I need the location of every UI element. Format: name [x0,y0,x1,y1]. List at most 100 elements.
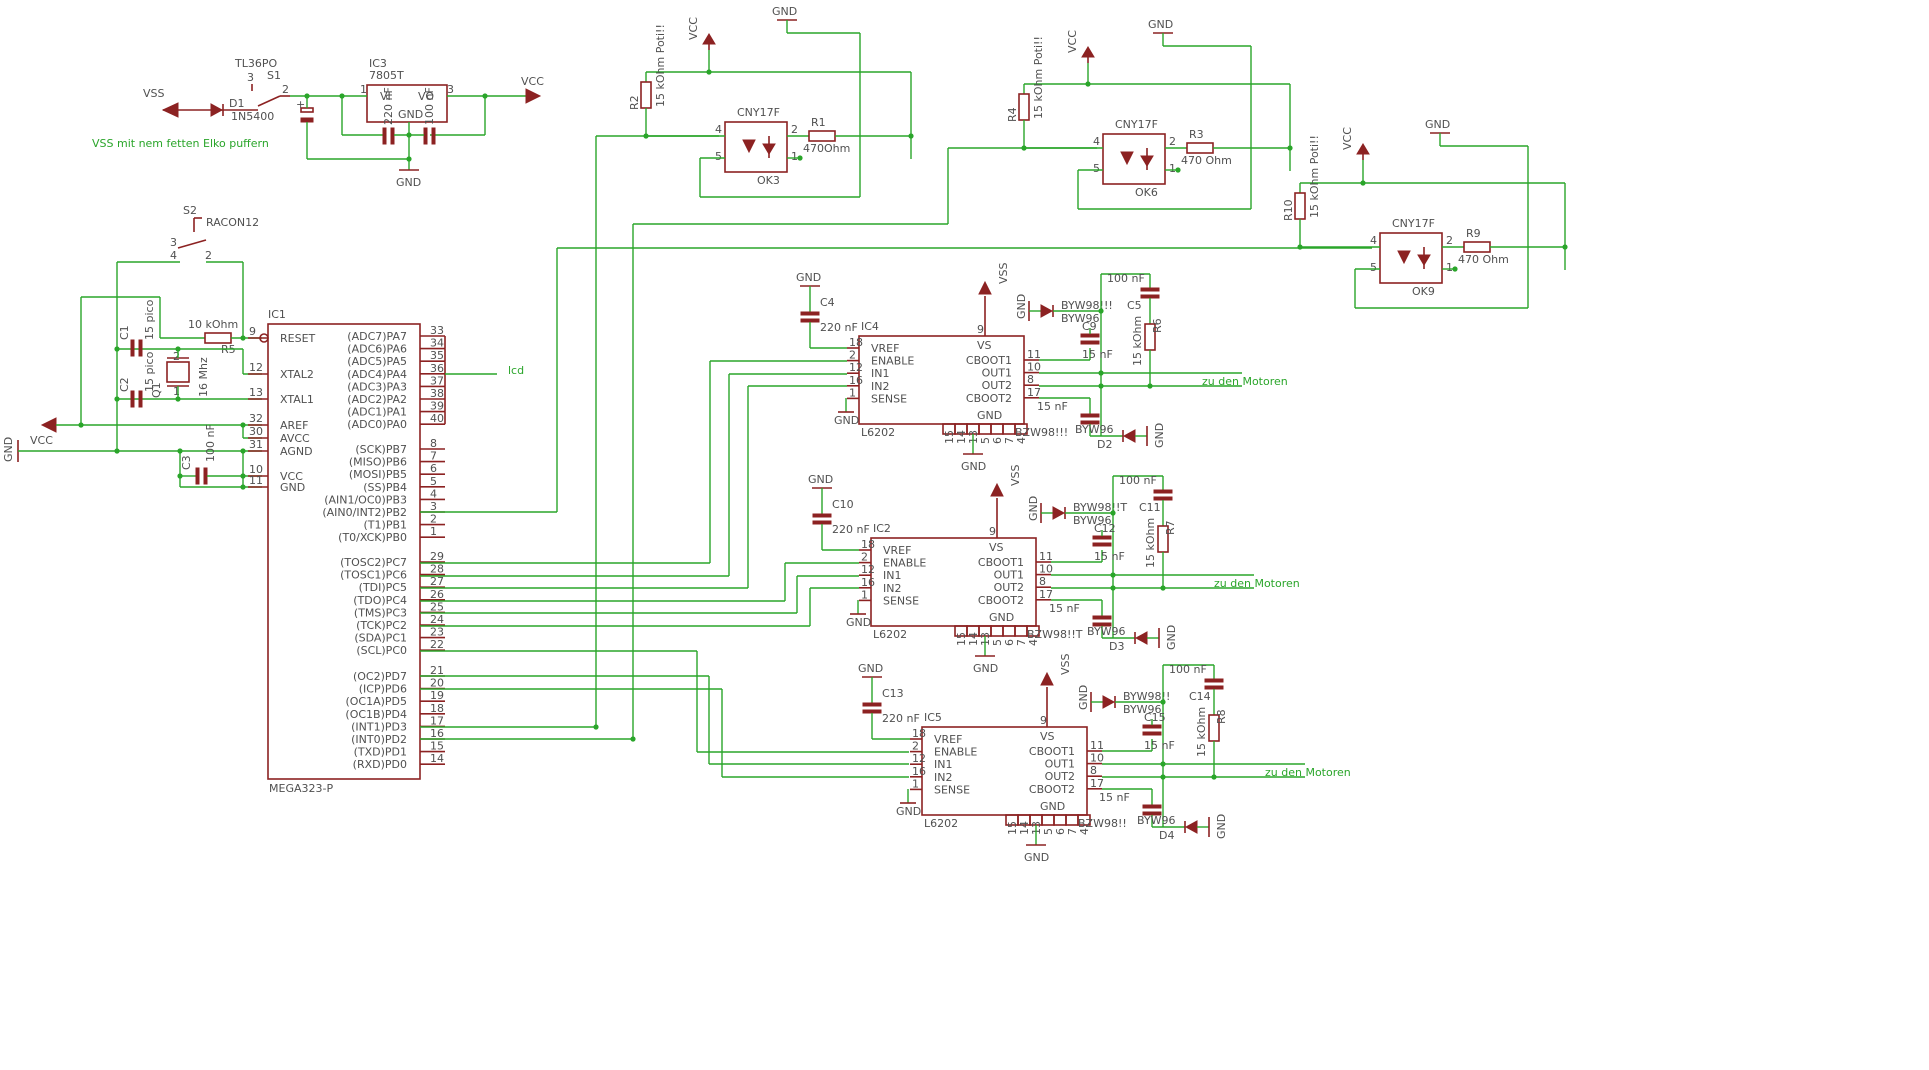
driver-pin-label: CBOOT2 [978,594,1024,607]
c2-name: C2 [118,377,131,392]
ic1-left-pin-label: GND [280,481,305,494]
r5-resistor [204,332,232,344]
ic1-right-pin-number: 33 [430,324,444,337]
q1-value: 16 Mhz [197,357,210,397]
opto-led-icon [742,139,756,154]
driver-pin-label: ENABLE [883,557,926,570]
driver-pin-label: CBOOT2 [1029,783,1075,796]
ic1-right-pin-number: 14 [430,752,444,765]
driver-pin-number: 18 [849,336,863,349]
driver-pin-number: 11 [1090,739,1104,752]
svg-text:2: 2 [791,123,798,136]
motors-label: zu den Motoren [1265,766,1351,779]
driver-pin-label: VREF [871,342,899,355]
svg-text:5: 5 [715,150,722,163]
svg-text:9: 9 [989,525,996,538]
d1-value: 1N5400 [231,110,274,123]
driver-vref-cap-name: C4 [820,296,835,309]
driver-pin-number: 17 [1090,777,1104,790]
driver-pin-number: 18 [861,538,875,551]
ic1-right-pin-label: (OC2)PD7 [353,670,407,683]
driver-type: L6202 [861,426,895,439]
ic1-right-pin-number: 23 [430,626,444,639]
driver-boot1-cap [1092,542,1112,547]
driver-pin-label: SENSE [883,594,919,607]
vcc-arrow-icon [1356,143,1370,155]
driver-pin-number: 8 [1027,373,1034,386]
driver-boot2-cap [1080,413,1100,418]
driver-pin-label: OUT2 [994,581,1024,594]
driver-pin-number: 1 [912,777,919,790]
driver-top-diode-value: BYW98!!! [1061,299,1113,312]
driver-pin-number: 16 [849,374,863,387]
driver-pin-label: SENSE [934,783,970,796]
driver-snub-resistor-value: 15 kOhm [1144,518,1157,568]
ic1-right-pin-number: 20 [430,677,444,690]
driver-snub-resistor-value: 15 kOhm [1195,707,1208,757]
driver-vref-cap-name: C13 [882,687,904,700]
driver-top-diode-value2: BYW96 [1061,312,1100,325]
driver-pin-number: 2 [861,551,868,564]
driver-pin-number: 8 [1090,764,1097,777]
ic1-right-pin-label: (TOSC2)PC7 [340,556,407,569]
driver-bottom-diode-icon [1184,820,1198,834]
driver-gnd-label: GND [961,460,986,473]
ic1-right-pin-number: 38 [430,387,444,400]
driver-top-diode-icon [1102,695,1116,709]
opto-body [1102,133,1166,185]
opto-pull-value: 15 kOhm Poti!! [654,24,667,107]
opto-type: CNY17F [737,106,780,119]
ic1-left-pin-label: RESET [280,332,316,345]
driver-pin-vs: VS [1040,730,1055,743]
ic3-pin-gnd: GND [398,108,423,121]
opto-out-name: R9 [1466,227,1481,240]
svg-text:3: 3 [170,236,177,249]
s2-value: RACON12 [206,216,259,229]
crystal-q1-icon [166,361,190,383]
driver-pin-label: VREF [883,544,911,557]
vss-arrow-icon [1040,671,1054,686]
ic1-right-pin-number: 4 [430,487,437,500]
driver-pin-number: 11 [1027,348,1041,361]
opto-out-resistor [808,130,836,142]
driver-boot2-cap [1092,615,1112,620]
driver-bottom-diode-name: D3 [1109,640,1124,653]
opto-pull-name: R10 [1282,199,1295,221]
driver-pin-number: 17 [1039,588,1053,601]
svg-text:1: 1 [360,83,367,96]
ic1-right-pin-label: (TDO)PC4 [353,594,407,607]
svg-text:7: 7 [1003,437,1016,444]
ic1-left-pin-number: 11 [249,474,263,487]
ic1-right-pin-label: (ADC0)PA0 [347,418,407,431]
svg-text:4: 4 [1027,639,1040,646]
opto-type: CNY17F [1115,118,1158,131]
driver-bottom-diode-gnd-label: GND [1165,625,1178,650]
svg-text:2: 2 [173,350,180,363]
svg-text:5: 5 [1370,261,1377,274]
driver-boot1-cap-name: C12 [1094,522,1116,535]
driver-vss-label: VSS [1009,464,1022,486]
driver-type: L6202 [924,817,958,830]
ic1-right-pin-label: (AIN0/INT2)PB2 [322,506,407,519]
driver-pin-number: 2 [849,349,856,362]
opto-name: OK3 [757,174,780,187]
ic1-right-pin-label: (T0/XCK)PB0 [338,531,407,544]
svg-text:1: 1 [1446,261,1453,274]
driver-pin-number: 2 [912,740,919,753]
driver-boot2-cap [1142,804,1162,809]
driver-vref-cap [800,311,820,316]
driver-pin-number: 12 [912,752,926,765]
ic1-right-pin-label: (MOSI)PB5 [349,468,407,481]
driver-body [921,726,1088,816]
ic1-right-pin-label: (TOSC1)PC6 [340,569,407,582]
ic1-right-pin-label: (ADC2)PA2 [347,393,407,406]
driver-pin-number: 12 [861,563,875,576]
ic1-right-pin-label: (SDA)PC1 [354,632,407,645]
svg-text:1: 1 [791,150,798,163]
ic1-right-pin-number: 18 [430,702,444,715]
opto-out-name: R3 [1189,128,1204,141]
driver-boot2-cap-value: 15 nF [1037,400,1068,413]
driver-vref-cap-value: 220 nF [820,321,858,334]
svg-text:15: 15 [1006,821,1019,835]
